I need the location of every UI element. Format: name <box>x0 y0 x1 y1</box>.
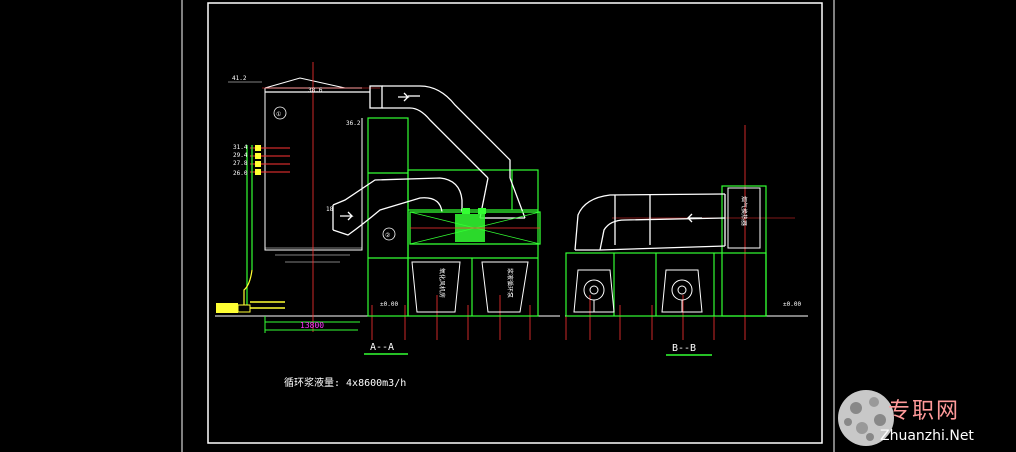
steel-structure-b <box>565 185 767 317</box>
elev-top: 41.2 <box>232 75 247 82</box>
vertical-tag-3: 烟气换热器 <box>740 196 748 226</box>
elev-duct-low: 36.2 <box>346 120 361 127</box>
mark-1-label: ① <box>276 111 281 118</box>
booster-fan-1 <box>573 269 615 313</box>
elev-ground-a: ±0.00 <box>380 301 398 308</box>
outlet-duct <box>265 85 526 219</box>
elev-inlet: 18 <box>326 206 334 213</box>
dimension-13800: 13800 <box>264 316 360 333</box>
section-a: 氧化风机房 浆液循环泵 13800 41.2 38.6 36.2 18 31.4… <box>215 62 560 355</box>
mark-1 <box>273 106 287 120</box>
section-b-title: B--B <box>672 343 696 354</box>
watermark-cn: 专职网 <box>888 399 960 424</box>
absorber-tower <box>264 88 363 251</box>
recirculation-pump <box>216 301 285 313</box>
watermark-en: Zhuanzhi.Net <box>880 428 974 444</box>
watermark: 专职网 Zhuanzhi.Net <box>838 390 974 446</box>
inlet-duct <box>332 177 463 236</box>
spray-headers <box>243 145 290 305</box>
booster-fan-2 <box>661 269 703 313</box>
drawing-frame <box>207 2 823 444</box>
dimension-label: 13800 <box>300 321 324 330</box>
oxidation-air-room: 氧化风机房 <box>411 261 461 313</box>
flow-note: 循环浆液量: 4x8600m3/h <box>284 376 406 389</box>
elev-e3: 27.8 <box>233 160 248 167</box>
elev-duct: 38.6 <box>308 87 323 94</box>
elev-e2: 29.4 <box>233 152 248 159</box>
gas-heat-exchanger <box>409 208 541 245</box>
duct-b <box>574 193 726 251</box>
section-b: 烟气换热器 ±0.00 B--B <box>565 125 808 356</box>
elev-ground-b: ±0.00 <box>783 301 801 308</box>
heat-exchanger-b: 烟气换热器 <box>727 187 761 249</box>
slurry-pump-room: 浆液循环泵 <box>481 261 529 313</box>
mark-2-label: ② <box>385 232 390 239</box>
section-a-title: A--A <box>370 342 394 353</box>
elev-e4: 26.0 <box>233 170 248 177</box>
tower-roof <box>264 77 346 89</box>
steel-structure-a <box>367 117 539 317</box>
mark-2 <box>382 227 396 241</box>
vertical-tag-2: 浆液循环泵 <box>506 268 514 298</box>
elev-e1: 31.4 <box>233 144 248 151</box>
vertical-tag-1: 氧化风机房 <box>438 268 446 298</box>
